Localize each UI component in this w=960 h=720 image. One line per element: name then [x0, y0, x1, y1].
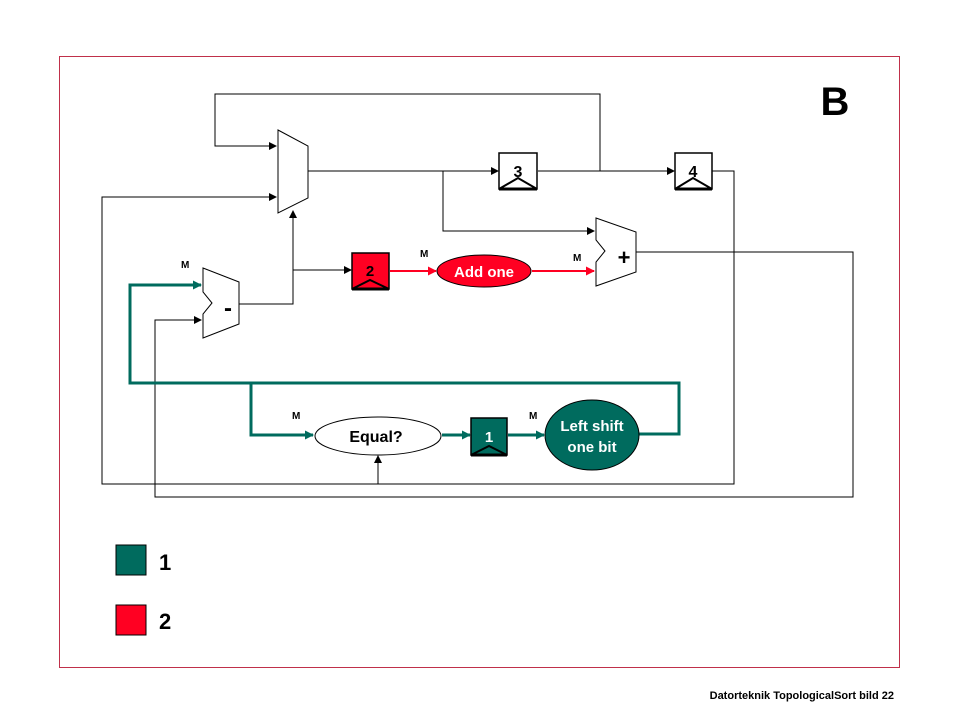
m-label-equal: M — [292, 411, 300, 422]
register-1: 1 — [470, 417, 508, 457]
m-label-adder: M — [573, 253, 581, 264]
equal-unit: Equal? — [314, 416, 442, 456]
legend: 1 2 — [115, 544, 171, 636]
wire-to-equal-left — [249, 383, 314, 440]
wire-reg4-loop — [101, 170, 735, 485]
black-wires — [101, 93, 854, 498]
m-label-shift: M — [529, 411, 537, 422]
register-3: 3 — [498, 152, 538, 191]
register-2: 2 — [351, 252, 390, 291]
wire-shift-feedback — [128, 280, 681, 436]
legend-swatch-green — [115, 544, 147, 576]
wire-to-adder — [442, 171, 595, 235]
add-one-label: Add one — [454, 264, 514, 281]
register-2-label: 2 — [366, 263, 374, 280]
wire-sub-to-mux — [239, 210, 297, 305]
legend-label-1: 1 — [159, 550, 171, 575]
register-3-label: 3 — [514, 164, 523, 181]
wire-adder-loop — [154, 251, 854, 498]
m-label-sub: M — [181, 260, 189, 271]
equal-label: Equal? — [349, 429, 402, 446]
left-shift-label-1: Left shift — [560, 418, 623, 435]
add-sign: + — [618, 245, 631, 270]
slide-letter: B — [821, 80, 850, 124]
add-one-unit: Add one — [436, 254, 532, 288]
left-shift-label-2: one bit — [567, 439, 616, 456]
register-1-label: 1 — [485, 429, 493, 446]
mux-labels: M M M M M — [181, 249, 581, 422]
m-label-addone: M — [420, 249, 428, 260]
register-4: 4 — [674, 152, 713, 191]
multiplexer — [277, 129, 309, 214]
green-wires — [128, 280, 681, 440]
left-shift-unit: Left shift one bit — [544, 399, 640, 471]
subtractor-alu: - — [202, 267, 240, 339]
legend-label-2: 2 — [159, 609, 171, 634]
legend-swatch-red — [115, 604, 147, 636]
slide-frame — [59, 56, 900, 668]
slide-footer: Datorteknik TopologicalSort bild 22 — [709, 690, 894, 702]
wire-top-feedback — [214, 93, 601, 171]
subtract-sign: - — [224, 295, 232, 322]
adder-alu: + — [595, 217, 637, 287]
register-4-label: 4 — [689, 164, 698, 181]
